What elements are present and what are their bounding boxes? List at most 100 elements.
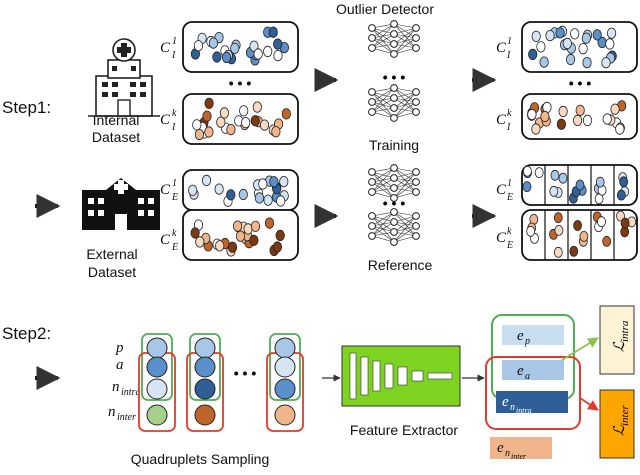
sample-dot xyxy=(553,246,563,258)
sample-dot xyxy=(565,53,576,66)
sample-dot xyxy=(273,38,283,50)
svg-text:C: C xyxy=(496,40,507,56)
embedding-n-inter-label: e n inter xyxy=(497,440,527,461)
external-hospital-icon xyxy=(82,178,160,230)
svg-text:intra: intra xyxy=(516,406,532,415)
svg-text:intra: intra xyxy=(121,387,140,398)
svg-text:E: E xyxy=(171,242,178,253)
sample-dot xyxy=(226,189,236,201)
sample-dot xyxy=(275,229,285,241)
sample-dot xyxy=(616,210,625,222)
arrow-to-inter-loss xyxy=(579,397,599,411)
sample-dot xyxy=(606,27,617,39)
sample-dot xyxy=(216,116,226,128)
quadruplet-sample xyxy=(274,404,296,426)
sample-dot xyxy=(562,37,572,50)
sample-dot xyxy=(616,189,626,201)
svg-text:inter: inter xyxy=(511,452,527,461)
quadruplet-sample xyxy=(194,337,216,359)
neural-network-icon xyxy=(368,84,420,122)
sample-dot xyxy=(523,165,532,177)
quadruplet-sample xyxy=(274,356,296,378)
internal-dataset-label-2: Dataset xyxy=(92,129,140,145)
sample-dot xyxy=(601,57,611,69)
cluster-label-cik: C k I xyxy=(160,108,177,133)
sample-dot xyxy=(531,123,541,135)
sample-dot xyxy=(259,119,270,131)
cluster-label-ci1: C 1 I xyxy=(160,36,177,61)
sample-dot xyxy=(235,230,246,242)
quadruplet-sample xyxy=(194,356,216,378)
svg-text:k: k xyxy=(507,226,512,237)
feature-extractor-label: Feature Extractor xyxy=(350,422,458,438)
label-n-intra: n intra xyxy=(112,379,140,398)
sample-dot xyxy=(279,176,289,188)
cluster-label-cek: C k E xyxy=(160,228,178,253)
sample-dot xyxy=(620,217,630,229)
ellipsis-nn-1: • • • xyxy=(383,69,406,85)
sample-dot xyxy=(615,123,625,135)
svg-text:ℒ: ℒ xyxy=(612,424,628,436)
svg-text:I: I xyxy=(506,122,511,133)
svg-text:C: C xyxy=(496,112,507,128)
svg-text:k: k xyxy=(172,228,177,239)
sample-dot xyxy=(556,118,567,130)
sample-dot xyxy=(619,176,629,188)
sample-dot xyxy=(540,110,550,123)
svg-text:e: e xyxy=(497,440,504,456)
sample-dot xyxy=(204,126,214,138)
svg-text:E: E xyxy=(171,192,178,203)
svg-text:a: a xyxy=(525,371,530,382)
sample-dot xyxy=(249,234,259,246)
label-n-inter: n inter xyxy=(108,404,136,423)
sample-dot xyxy=(202,110,212,122)
svg-text:p: p xyxy=(524,336,530,347)
sample-dot xyxy=(555,27,565,39)
sample-dot xyxy=(222,51,232,64)
training-label: Training xyxy=(369,137,419,153)
sample-dot xyxy=(272,241,282,253)
sample-dot xyxy=(194,129,204,141)
dots-internal-k-out xyxy=(527,100,627,135)
sample-dot xyxy=(219,107,229,119)
ellipsis-quad: • • • xyxy=(234,365,257,381)
neural-network-icon xyxy=(368,164,420,202)
positive-pair-group xyxy=(189,333,221,401)
sample-dot xyxy=(215,240,225,252)
sample-dot xyxy=(582,56,592,69)
svg-text:I: I xyxy=(171,50,176,61)
embedding-a-label: e a xyxy=(517,363,530,382)
sample-dot xyxy=(195,236,205,248)
positive-pair-group xyxy=(269,333,301,401)
svg-text:n: n xyxy=(108,404,116,420)
sample-dot xyxy=(558,172,568,184)
cluster-label-cik-prime: C k I xyxy=(496,108,512,133)
reference-label: Reference xyxy=(368,257,433,273)
svg-text:1: 1 xyxy=(507,36,512,47)
sample-dot xyxy=(254,192,264,204)
ellipsis-internal: • • • xyxy=(229,75,252,91)
quadruplet-sample xyxy=(146,378,168,400)
sample-dot xyxy=(545,29,555,42)
svg-text:inter: inter xyxy=(619,405,631,426)
sample-dot xyxy=(263,194,273,206)
sample-dot xyxy=(212,51,222,63)
sample-dot xyxy=(527,108,537,121)
sample-dot xyxy=(226,124,236,136)
sample-dot xyxy=(539,56,549,68)
sample-dot xyxy=(239,105,249,117)
sample-dot xyxy=(602,235,612,247)
quadruplet-sample xyxy=(194,378,216,400)
svg-text:n: n xyxy=(112,379,120,395)
dots-external-k-out xyxy=(526,210,637,260)
sample-dot xyxy=(526,225,536,237)
embedding-a xyxy=(502,360,564,380)
svg-text:n: n xyxy=(510,402,515,413)
cluster-label-ce1: C 1 E xyxy=(160,178,178,203)
sample-dot xyxy=(258,178,268,190)
svg-text:C: C xyxy=(160,182,171,198)
sample-dot xyxy=(204,97,214,109)
sample-dot xyxy=(575,104,585,116)
sample-dot xyxy=(250,115,260,127)
svg-text:I: I xyxy=(506,50,511,61)
